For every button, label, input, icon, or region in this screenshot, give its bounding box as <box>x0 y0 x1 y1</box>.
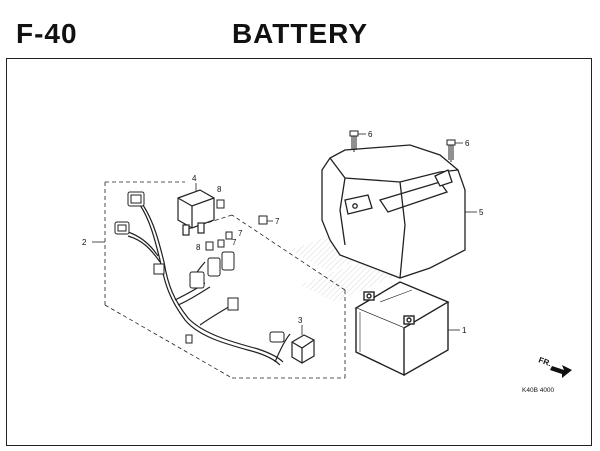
fuse-lower <box>205 241 214 251</box>
front-direction-arrow: FR. <box>537 355 572 378</box>
wire-harness <box>127 204 291 366</box>
callout-6b: 6 <box>455 139 470 148</box>
callout-1-label: 1 <box>462 326 467 335</box>
page-title: BATTERY <box>231 18 369 49</box>
callout-6b-label: 6 <box>465 139 470 148</box>
section-code: F-40 <box>16 18 78 49</box>
callout-7b-label: 7 <box>232 238 237 247</box>
callout-4-label: 4 <box>192 174 197 183</box>
callout-7c-label: 7 <box>275 217 280 226</box>
direction-label: FR. <box>537 355 552 368</box>
bolt-right <box>446 139 456 162</box>
fuse-upper <box>216 199 225 209</box>
diagram-code: K40B 4000 <box>522 387 555 394</box>
starter-relay <box>177 189 215 236</box>
battery-case <box>321 144 466 279</box>
callout-3: 3 <box>298 316 303 335</box>
callout-2-label: 2 <box>82 238 87 247</box>
callout-5-label: 5 <box>479 208 484 217</box>
callout-8b-label: 8 <box>196 243 201 252</box>
callout-2: 2 <box>82 238 105 247</box>
battery <box>354 281 450 377</box>
callout-6a: 6 <box>358 130 373 139</box>
callout-6a-label: 6 <box>368 130 373 139</box>
harness-connectors <box>114 191 285 344</box>
callout-4: 4 <box>192 174 197 191</box>
terminal-cover <box>291 334 315 364</box>
callout-5: 5 <box>465 208 484 217</box>
callout-3-label: 3 <box>298 316 303 325</box>
callout-7a-label: 7 <box>238 229 243 238</box>
fuse-clips <box>217 215 268 248</box>
bolt-left <box>349 130 359 152</box>
callout-1: 1 <box>448 326 467 335</box>
diagram-frame <box>6 58 592 446</box>
callout-7c: 7 <box>267 217 280 226</box>
callout-8a-label: 8 <box>217 185 222 194</box>
